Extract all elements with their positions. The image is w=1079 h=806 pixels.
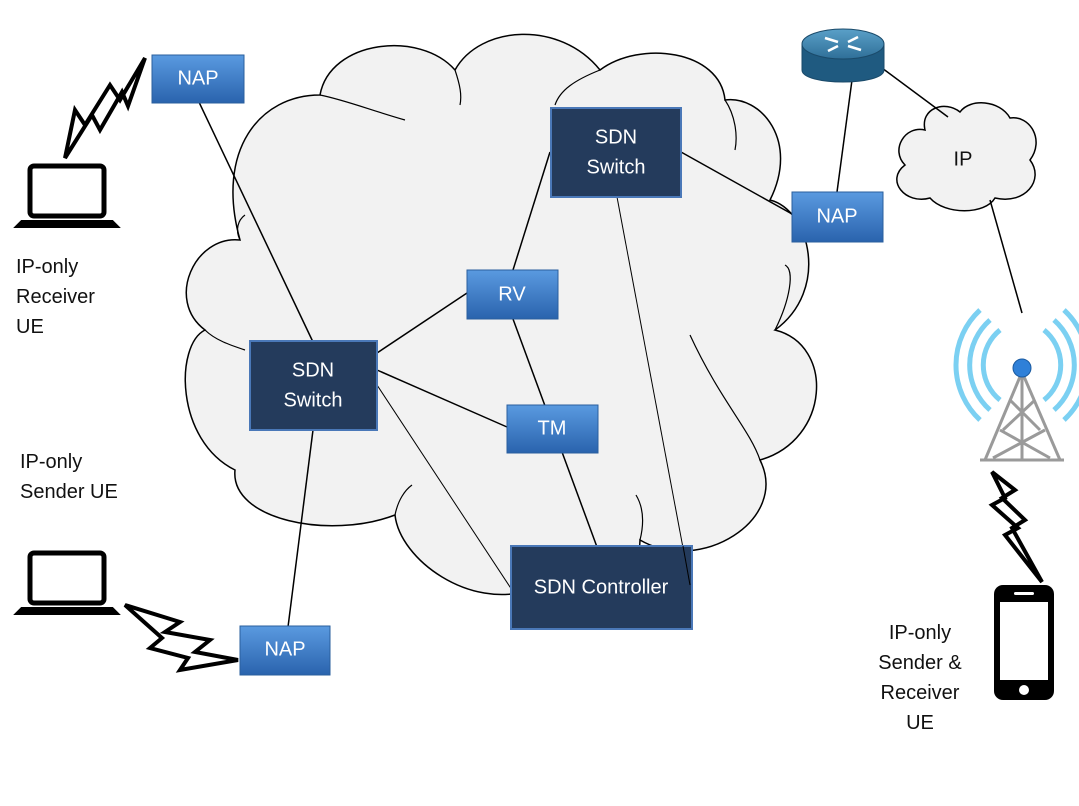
link-rv-switch-top [512,151,551,271]
link-switch-top-controller [616,196,691,586]
smartphone-icon [994,585,1054,700]
laptop-icon [13,550,121,615]
link-switch-left-rv [376,292,468,354]
sdn-switch-label-line2: Switch [284,389,343,411]
radio-tower-icon [953,308,1079,462]
link-nap-switch-left [197,99,314,343]
sdn-switch-label-line2: Switch [587,156,646,178]
sender-ue-label: IP-only Sender UE [20,451,118,503]
sdn-switch-label-line1: SDN [595,126,637,148]
link-switch-left-tm [376,369,508,428]
rv-node: RV [466,269,559,320]
lightning-bolt-icon [123,603,239,673]
sdn-switch-label-line1: SDN [292,359,334,381]
nap-top-left: NAP [151,54,245,104]
nap-label: NAP [177,67,218,89]
link-router-ip [877,64,949,118]
ip-cloud: IP [896,102,1037,212]
ip-cloud-label: IP [954,148,973,170]
lightning-bolt-icon [988,470,1044,584]
sdn-switch-top: SDN Switch [550,107,682,198]
router-icon [801,28,885,83]
nap-bottom: NAP [239,625,331,676]
link-switch-left-nap-bottom [287,429,314,628]
sdn-switch-left: SDN Switch [249,340,378,431]
sender-receiver-ue-label: IP-only Sender & Receiver UE [878,622,962,734]
link-nap-right-router [836,79,853,193]
nap-label: NAP [264,638,305,660]
tm-label: TM [538,417,567,439]
connection-lines [197,64,1023,628]
sdn-controller: SDN Controller [510,545,693,630]
lightning-bolt-icon [63,56,147,160]
sdn-controller-label: SDN Controller [534,576,669,598]
tm-node: TM [506,404,599,454]
rv-label: RV [498,283,526,305]
link-switch-left-controller [376,384,513,591]
laptop-icon [13,163,121,228]
receiver-ue-label: IP-only Receiver UE [16,256,95,338]
link-ip-tower [989,199,1023,314]
link-switch-top-nap-right [680,151,793,215]
link-overlay [682,545,691,586]
nap-right: NAP [791,191,884,243]
nap-label: NAP [816,205,857,227]
